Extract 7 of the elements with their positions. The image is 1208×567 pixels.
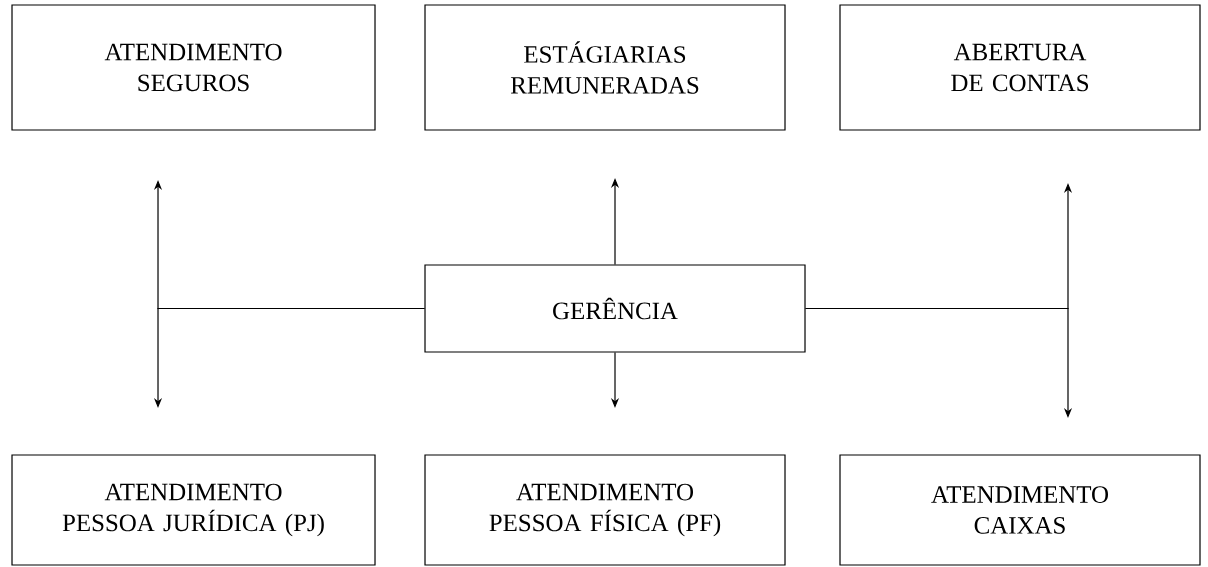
box: ABERTURA DE CONTAS [839, 4, 1201, 131]
box: GERÊNCIA [424, 264, 806, 353]
box: ATENDIMENTO PESSOA JURÍDICA (PJ) [11, 454, 376, 566]
box: ATENDIMENTO CAIXAS [839, 454, 1201, 566]
box: ATENDIMENTO SEGUROS [11, 4, 376, 131]
box: ATENDIMENTO PESSOA FÍSICA (PF) [424, 454, 786, 566]
box: ESTÁGIARIAS REMUNERADAS [424, 4, 786, 131]
